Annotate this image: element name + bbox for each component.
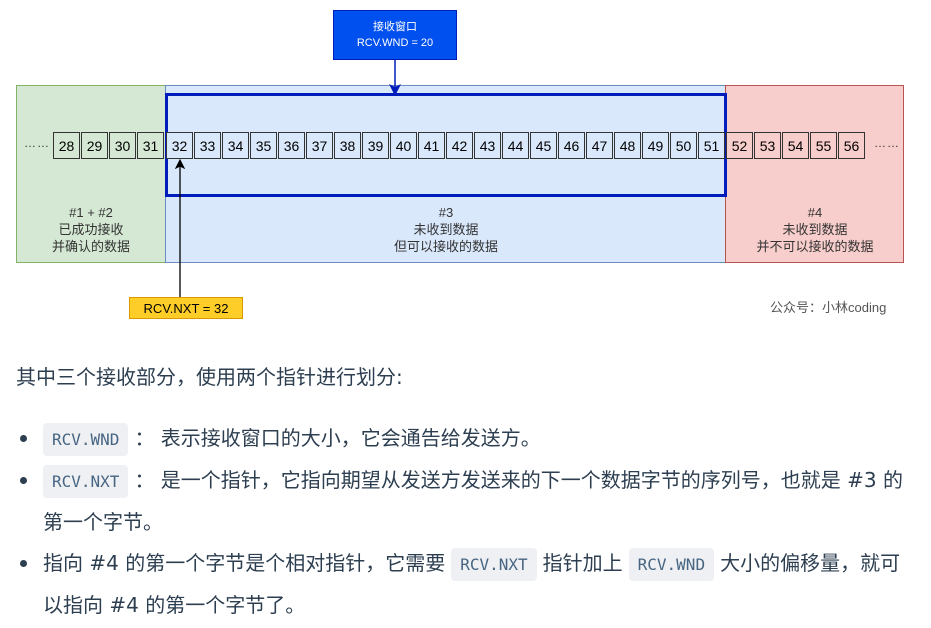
code-rcv-wnd: RCV.WND (628, 548, 715, 581)
region-not-receivable-label: #4 未收到数据 并不可以接收的数据 (726, 204, 904, 255)
region-label-line: 未收到数据 (782, 222, 848, 237)
byte-cell: 30 (109, 132, 136, 159)
byte-cell: 48 (614, 132, 641, 159)
region-receivable (165, 85, 727, 263)
rcv-nxt-callout: RCV.NXT = 32 (129, 297, 243, 319)
byte-cell: 35 (250, 132, 277, 159)
list-item: RCV.WND： 表示接收窗口的大小，它会通告给发送方。 (16, 418, 906, 460)
byte-cell: 34 (222, 132, 249, 159)
byte-cell: 33 (194, 132, 221, 159)
bullet-list: RCV.WND： 表示接收窗口的大小，它会通告给发送方。 RCV.NXT： 是一… (16, 418, 906, 626)
list-item: RCV.NXT： 是一个指针，它指向期望从发送方发送来的下一个数据字节的序列号，… (16, 460, 906, 543)
rcv-wnd-callout-title: 接收窗口 (373, 21, 417, 33)
region-label-line: #3 (438, 205, 454, 220)
bullet-dot (20, 435, 27, 442)
byte-cell: 36 (278, 132, 305, 159)
byte-cell: 41 (418, 132, 445, 159)
byte-cell: 39 (362, 132, 389, 159)
byte-cell: 44 (502, 132, 529, 159)
region-label-line: 未收到数据 (413, 222, 479, 237)
rcv-wnd-callout: 接收窗口 RCV.WND = 20 (333, 10, 457, 60)
rcv-wnd-callout-value: RCV.WND = 20 (356, 37, 434, 49)
byte-cell: 28 (53, 132, 80, 159)
byte-cell: 55 (810, 132, 837, 159)
bullet-text: ： 表示接收窗口的大小，它会通告给发送方。 (134, 426, 541, 450)
bullet-text: 大小的偏移量，就可以指向 #4 的第一个字节了。 (43, 551, 901, 617)
ellipsis-left: …… (24, 136, 50, 150)
code-rcv-wnd: RCV.WND (43, 423, 129, 456)
watermark: 公众号：小林coding (770, 300, 887, 315)
byte-cell: 37 (306, 132, 333, 159)
byte-cell: 40 (390, 132, 417, 159)
byte-cell: 49 (642, 132, 669, 159)
region-label-line: 但可以接收的数据 (393, 239, 498, 254)
byte-cell: 45 (530, 132, 557, 159)
byte-cell: 47 (586, 132, 613, 159)
region-label-line: 并确认的数据 (51, 239, 130, 254)
byte-cell: 43 (474, 132, 501, 159)
region-acked (16, 85, 167, 263)
bullet-text: 指针加上 (542, 551, 623, 575)
bullet-text: 指向 #4 的第一个字节是个相对指针，它需要 (43, 551, 446, 575)
byte-cell: 52 (726, 132, 753, 159)
byte-cell: 51 (698, 132, 725, 159)
bullet-dot (20, 560, 27, 567)
region-label-line: 已成功接收 (58, 222, 124, 237)
region-label-line: 并不可以接收的数据 (756, 239, 874, 254)
byte-cell: 54 (782, 132, 809, 159)
region-label-line: #4 (807, 205, 823, 220)
byte-cell: 32 (166, 132, 193, 159)
region-acked-label: #1 + #2 已成功接收 并确认的数据 (16, 204, 166, 255)
byte-cell: 50 (670, 132, 697, 159)
code-rcv-nxt: RCV.NXT (451, 548, 537, 581)
byte-cell: 29 (81, 132, 108, 159)
ellipsis-right: …… (874, 136, 900, 150)
region-label-line: #1 + #2 (69, 205, 113, 220)
byte-cell: 46 (558, 132, 585, 159)
bullet-text: ： 是一个指针，它指向期望从发送方发送来的下一个数据字节的序列号，也就是 #3 … (43, 468, 903, 534)
region-not-receivable (725, 85, 904, 263)
code-rcv-nxt: RCV.NXT (43, 465, 129, 498)
bullet-dot (20, 477, 27, 484)
intro-paragraph: 其中三个接收部分，使用两个指针进行划分: (16, 365, 403, 389)
byte-cell: 56 (838, 132, 865, 159)
byte-cell: 31 (137, 132, 164, 159)
byte-cell: 38 (334, 132, 361, 159)
byte-cell: 42 (446, 132, 473, 159)
region-receivable-label: #3 未收到数据 但可以接收的数据 (166, 204, 726, 255)
byte-cell: 53 (754, 132, 781, 159)
